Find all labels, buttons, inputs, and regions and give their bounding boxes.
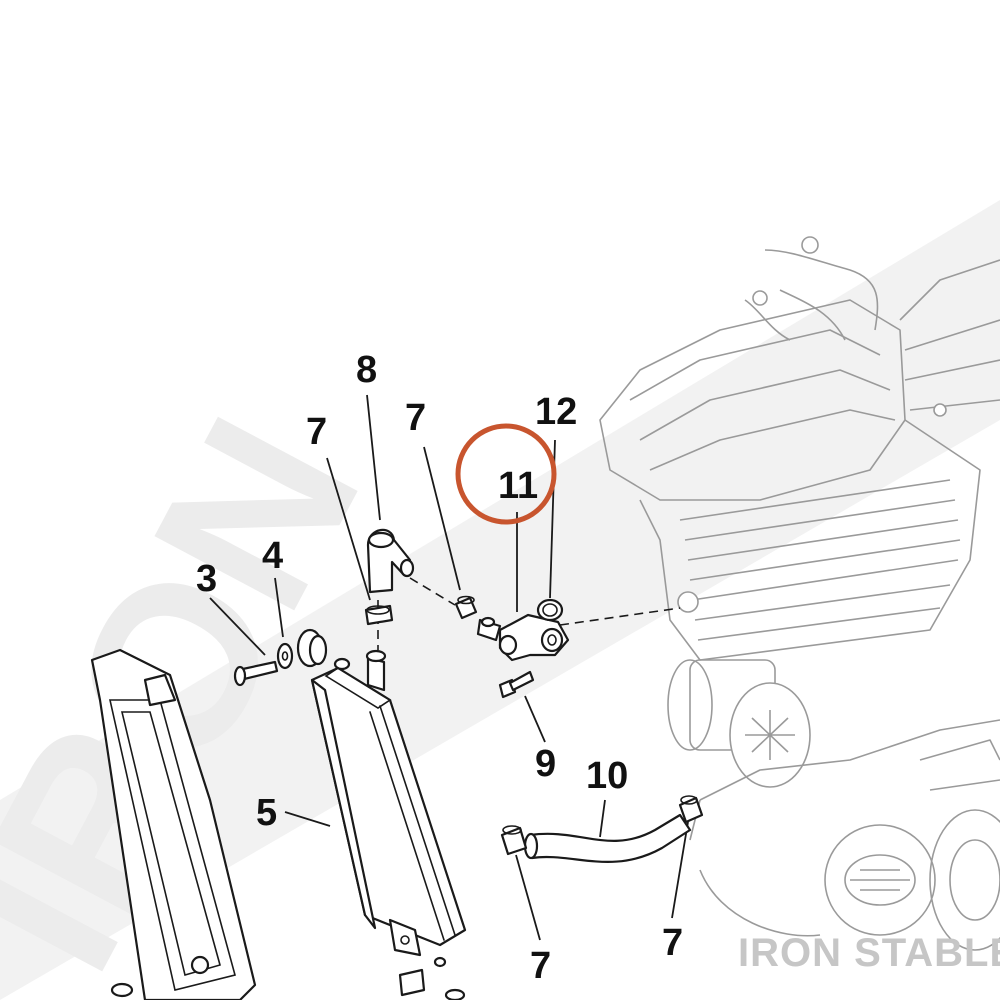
callout-7: 7	[405, 397, 426, 439]
grommet-upper	[296, 628, 328, 668]
callout-labels: 3 4 5 7 8 7 12 11 9 10 7 7	[196, 349, 683, 987]
callout-7: 7	[662, 922, 683, 964]
oil-cooler-part-5	[310, 649, 467, 1000]
clamp-part-7-upper-left	[364, 604, 394, 626]
washer-part-4	[276, 642, 294, 670]
callout-11: 11	[498, 465, 538, 507]
callout-9: 9	[535, 743, 556, 785]
cooler-cover	[90, 648, 257, 1000]
leader-lines	[209, 394, 689, 941]
callout-12: 12	[535, 391, 577, 433]
callout-8: 8	[356, 349, 377, 391]
callout-10: 10	[586, 755, 628, 797]
callout-3: 3	[196, 558, 217, 600]
adapter-part-11	[498, 613, 570, 662]
clamp-part-7-upper-right	[454, 595, 478, 620]
bolt-part-3	[233, 660, 279, 687]
clamp-part-7-lower-left	[500, 825, 528, 856]
bolt-part-9	[498, 670, 535, 699]
callout-7: 7	[530, 945, 551, 987]
fitting-nipple	[476, 616, 502, 642]
callout-4: 4	[262, 535, 283, 577]
watermark-corner-text: IRON STABLE	[738, 931, 1000, 975]
highlight-circle	[455, 423, 557, 525]
callout-7: 7	[306, 411, 327, 453]
clamp-part-7-lower-right	[678, 795, 704, 824]
engine-illustration	[599, 236, 1000, 951]
hose-part-10	[523, 813, 692, 863]
o-ring-part-12	[536, 598, 564, 622]
callout-5: 5	[256, 792, 277, 834]
hose-elbow-part-8	[366, 528, 415, 594]
